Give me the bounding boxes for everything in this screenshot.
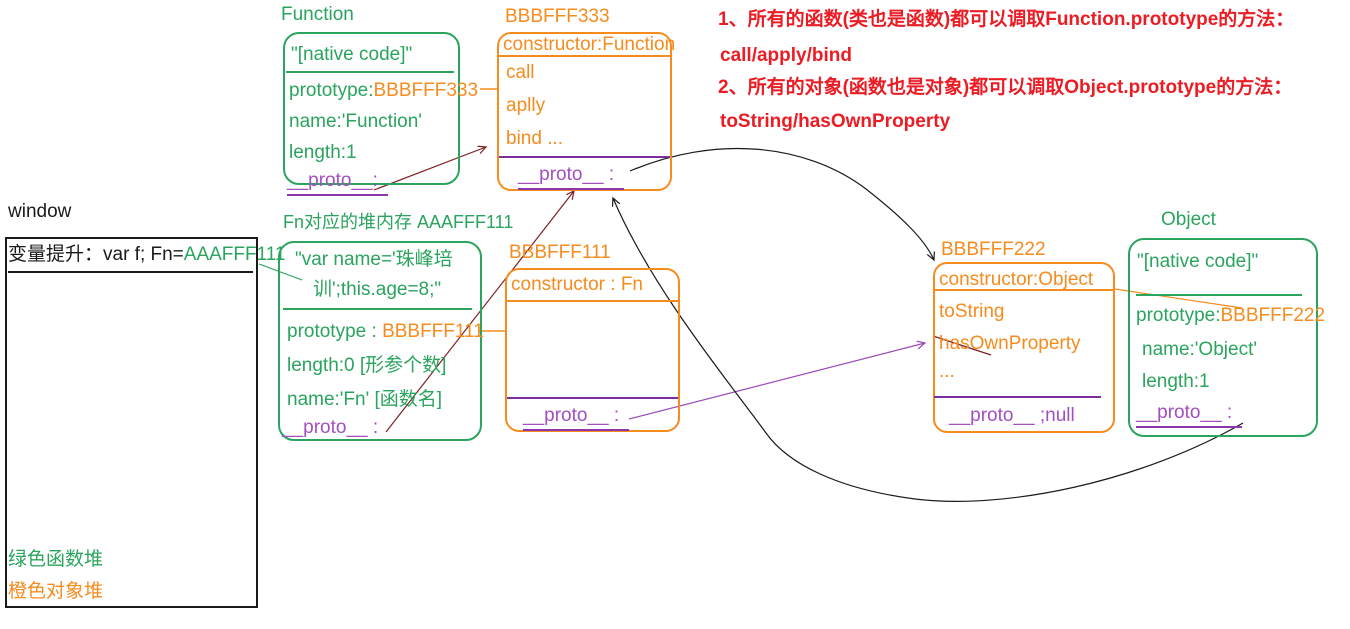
bbbfff222-proto-line: __proto__ ;null [949,404,1075,428]
window-box [5,237,258,608]
note-line-1: 1、所有的函数(类也是函数)都可以调取Function.prototype的方法… [718,9,1295,30]
function-length-line: length:1 [289,142,357,163]
bbbfff222-box [933,262,1115,433]
object-name-line: name:'Object' [1142,339,1257,360]
fn-box-title: Fn对应的堆内存 AAAFFF111 [283,212,514,232]
function-proto-line: __proto__: [287,169,388,196]
bbbfff222-title: BBBFFF222 [941,239,1046,260]
bbbfff333-divider [498,55,671,57]
bbbfff333-constructor: constructor:Function [503,34,676,55]
bbbfff222-method-ellipsis: ... [939,361,955,382]
bbbfff333-proto-divider [499,156,670,158]
function-prototype-label: prototype: [289,80,374,101]
bbbfff222-proto-label: __proto__ [949,405,1035,426]
fn-length-line: length:0 [形参个数] [287,355,447,376]
bbbfff333-method-bind: bind ... [506,128,564,149]
bbbfff111-proto-line: __proto__ : [523,404,630,431]
object-divider [1136,294,1302,296]
bbbfff333-method-call: call [506,62,535,83]
hoist-prefix: 变量提升：var f; Fn= [8,244,184,265]
object-proto-line: __proto__ : [1136,401,1243,428]
fn-name-line: name:'Fn' [函数名] [287,389,443,410]
object-prototype-label: prototype: [1136,305,1221,326]
object-length-line: length:1 [1142,371,1210,392]
object-box-title: Object [1161,209,1216,230]
bbbfff111-box [505,268,680,432]
bbbfff333-box [497,32,672,191]
bbbfff222-proto-value: ;null [1034,405,1075,426]
object-prototype-line: prototype:BBBFFF222 [1136,304,1325,328]
hoist-line: 变量提升：var f; Fn=AAAFFF111 [8,243,286,273]
bbbfff222-divider [934,289,1114,291]
object-prototype-value: BBBFFF222 [1220,305,1326,326]
bbbfff111-divider [506,300,679,302]
note-line-4: toString/hasOwnProperty [720,111,951,132]
bbbfff111-constructor: constructor : Fn [511,274,643,295]
bbbfff222-constructor: constructor:Object [939,269,1094,290]
bbbfff222-method-hasownproperty: hasOwnProperty [939,333,1081,354]
note-line-2: call/apply/bind [720,45,852,66]
legend-object-heap: 橙色对象堆 [8,581,104,602]
fn-prototype-label: prototype : [287,321,383,342]
arrow-bbbfff333-proto-to-bbbfff222 [629,147,934,260]
object-native-code: "[native code]" [1137,251,1259,272]
bbbfff111-title: BBBFFF111 [509,242,611,263]
fn-prototype-line: prototype : BBBFFF111 [287,320,484,344]
bbbfff333-proto-line: __proto__ : [518,163,625,190]
function-native-code: "[native code]" [291,44,413,65]
note-line-3: 2、所有的对象(函数也是对象)都可以调取Object.prototype的方法： [718,77,1293,98]
function-prototype-line: prototype:BBBFFF333 [289,79,478,103]
bbbfff333-method-aplly: aplly [506,95,546,116]
hoist-value: AAAFFF111 [183,244,286,265]
fn-body-line2: 训';this.age=8;" [313,279,442,300]
function-box [283,32,460,185]
bbbfff222-method-tostring: toString [939,301,1005,322]
fn-divider [283,308,472,310]
fn-proto-line: __proto__ : [282,417,379,438]
fn-box [278,241,482,441]
object-box [1128,238,1318,437]
bbbfff333-title: BBBFFF333 [505,6,610,27]
bbbfff222-proto-divider [934,396,1101,398]
function-divider [286,71,454,73]
function-box-title: Function [281,4,354,25]
fn-prototype-value: BBBFFF111 [382,321,484,342]
function-prototype-value: BBBFFF333 [373,80,479,101]
legend-function-heap: 绿色函数堆 [8,549,104,570]
fn-body-line1: "var name='珠峰培 [295,249,453,270]
window-title: window [8,201,72,222]
function-name-line: name:'Function' [289,111,422,132]
bbbfff111-proto-divider [507,397,678,399]
